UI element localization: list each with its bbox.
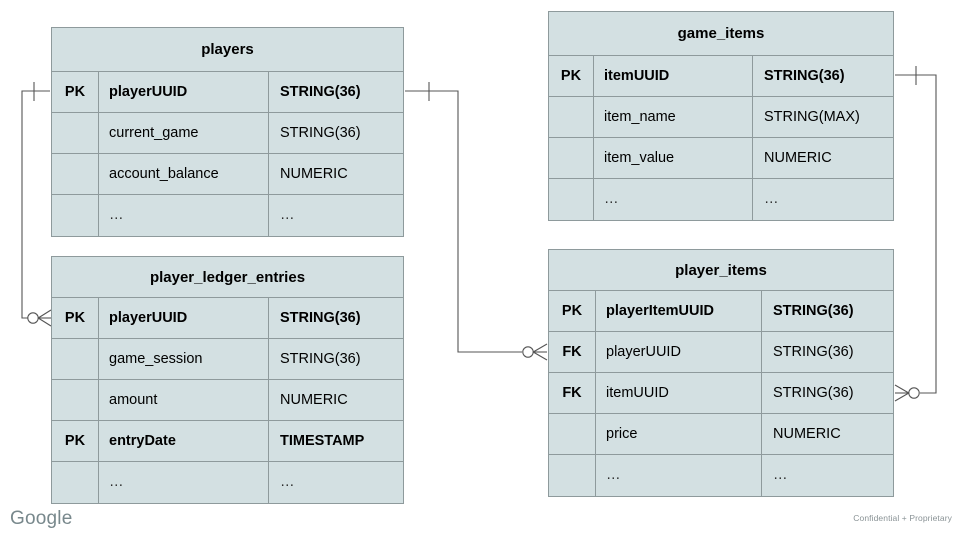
row-type: STRING(MAX) — [764, 108, 860, 125]
connector-players-player-items — [405, 82, 548, 361]
row-name: current_game — [99, 113, 269, 153]
entity-players[interactable]: players PK playerUUID STRING(36) current… — [51, 27, 404, 237]
row-type: TIMESTAMP — [280, 432, 365, 449]
row-name: playerUUID — [99, 298, 269, 338]
table-row[interactable]: … … — [549, 179, 893, 220]
row-type: STRING(36) — [280, 124, 361, 141]
row-name: game_session — [99, 339, 269, 379]
row-type: … — [280, 474, 296, 491]
row-key — [52, 462, 99, 503]
row-key — [549, 455, 596, 496]
entity-title: game_items — [549, 12, 893, 56]
row-key — [52, 195, 99, 236]
row-type: STRING(36) — [773, 343, 854, 360]
table-row[interactable]: game_session STRING(36) — [52, 339, 403, 380]
row-key: PK — [52, 298, 99, 338]
row-name: entryDate — [99, 421, 269, 461]
table-row[interactable]: current_game STRING(36) — [52, 113, 403, 154]
entity-title: player_items — [549, 250, 893, 291]
row-type: NUMERIC — [280, 391, 348, 408]
cardinality-zero-circle — [908, 387, 920, 399]
row-name: playerItemUUID — [596, 291, 762, 331]
row-type: … — [280, 207, 296, 224]
row-key — [52, 380, 99, 420]
table-row[interactable]: … … — [52, 195, 403, 236]
table-row[interactable]: item_value NUMERIC — [549, 138, 893, 179]
table-row[interactable]: PK playerUUID STRING(36) — [52, 298, 403, 339]
row-key — [549, 414, 596, 454]
connector-game-items-player-items — [894, 66, 937, 402]
table-row[interactable]: price NUMERIC — [549, 414, 893, 455]
row-key: FK — [549, 373, 596, 413]
row-key: PK — [549, 291, 596, 331]
row-type: STRING(36) — [764, 67, 845, 84]
entity-title: player_ledger_entries — [52, 257, 403, 298]
row-type: NUMERIC — [764, 149, 832, 166]
entity-game-items[interactable]: game_items PK itemUUID STRING(36) item_n… — [548, 11, 894, 221]
row-name: item_value — [594, 138, 753, 178]
row-type: NUMERIC — [280, 165, 348, 182]
connector-players-ledger — [21, 82, 52, 327]
row-key — [549, 138, 594, 178]
row-type: STRING(36) — [280, 350, 361, 367]
table-row[interactable]: PK playerUUID STRING(36) — [52, 72, 403, 113]
row-name: playerUUID — [596, 332, 762, 372]
table-row[interactable]: FK itemUUID STRING(36) — [549, 373, 893, 414]
row-type: STRING(36) — [280, 309, 361, 326]
cardinality-zero-circle — [27, 312, 39, 324]
row-name: … — [594, 179, 753, 220]
row-key — [52, 154, 99, 194]
row-key — [52, 339, 99, 379]
entity-player-items[interactable]: player_items PK playerItemUUID STRING(36… — [548, 249, 894, 497]
cardinality-zero-circle — [522, 346, 534, 358]
table-row[interactable]: item_name STRING(MAX) — [549, 97, 893, 138]
entity-title: players — [52, 28, 403, 72]
entity-player-ledger-entries[interactable]: player_ledger_entries PK playerUUID STRI… — [51, 256, 404, 504]
row-key: PK — [52, 421, 99, 461]
row-name: itemUUID — [596, 373, 762, 413]
row-name: account_balance — [99, 154, 269, 194]
row-type: NUMERIC — [773, 425, 841, 442]
table-row[interactable]: amount NUMERIC — [52, 380, 403, 421]
row-type: … — [764, 191, 780, 208]
table-row[interactable]: … … — [549, 455, 893, 496]
row-type: … — [773, 467, 789, 484]
row-name: item_name — [594, 97, 753, 137]
row-type: STRING(36) — [773, 302, 854, 319]
row-key — [549, 179, 594, 220]
row-type: STRING(36) — [773, 384, 854, 401]
row-name: … — [99, 195, 269, 236]
row-name: itemUUID — [594, 56, 753, 96]
row-name: playerUUID — [99, 72, 269, 112]
row-name: price — [596, 414, 762, 454]
row-key: PK — [549, 56, 594, 96]
row-key — [549, 97, 594, 137]
row-key: PK — [52, 72, 99, 112]
table-row[interactable]: PK playerItemUUID STRING(36) — [549, 291, 893, 332]
google-logo: Google — [10, 508, 73, 529]
table-row[interactable]: FK playerUUID STRING(36) — [549, 332, 893, 373]
row-key: FK — [549, 332, 596, 372]
row-type: STRING(36) — [280, 83, 361, 100]
confidentiality-notice: Confidential + Proprietary — [853, 513, 952, 523]
table-row[interactable]: PK itemUUID STRING(36) — [549, 56, 893, 97]
row-name: … — [596, 455, 762, 496]
table-row[interactable]: … … — [52, 462, 403, 503]
row-name: amount — [99, 380, 269, 420]
table-row[interactable]: account_balance NUMERIC — [52, 154, 403, 195]
row-name: … — [99, 462, 269, 503]
row-key — [52, 113, 99, 153]
table-row[interactable]: PK entryDate TIMESTAMP — [52, 421, 403, 462]
